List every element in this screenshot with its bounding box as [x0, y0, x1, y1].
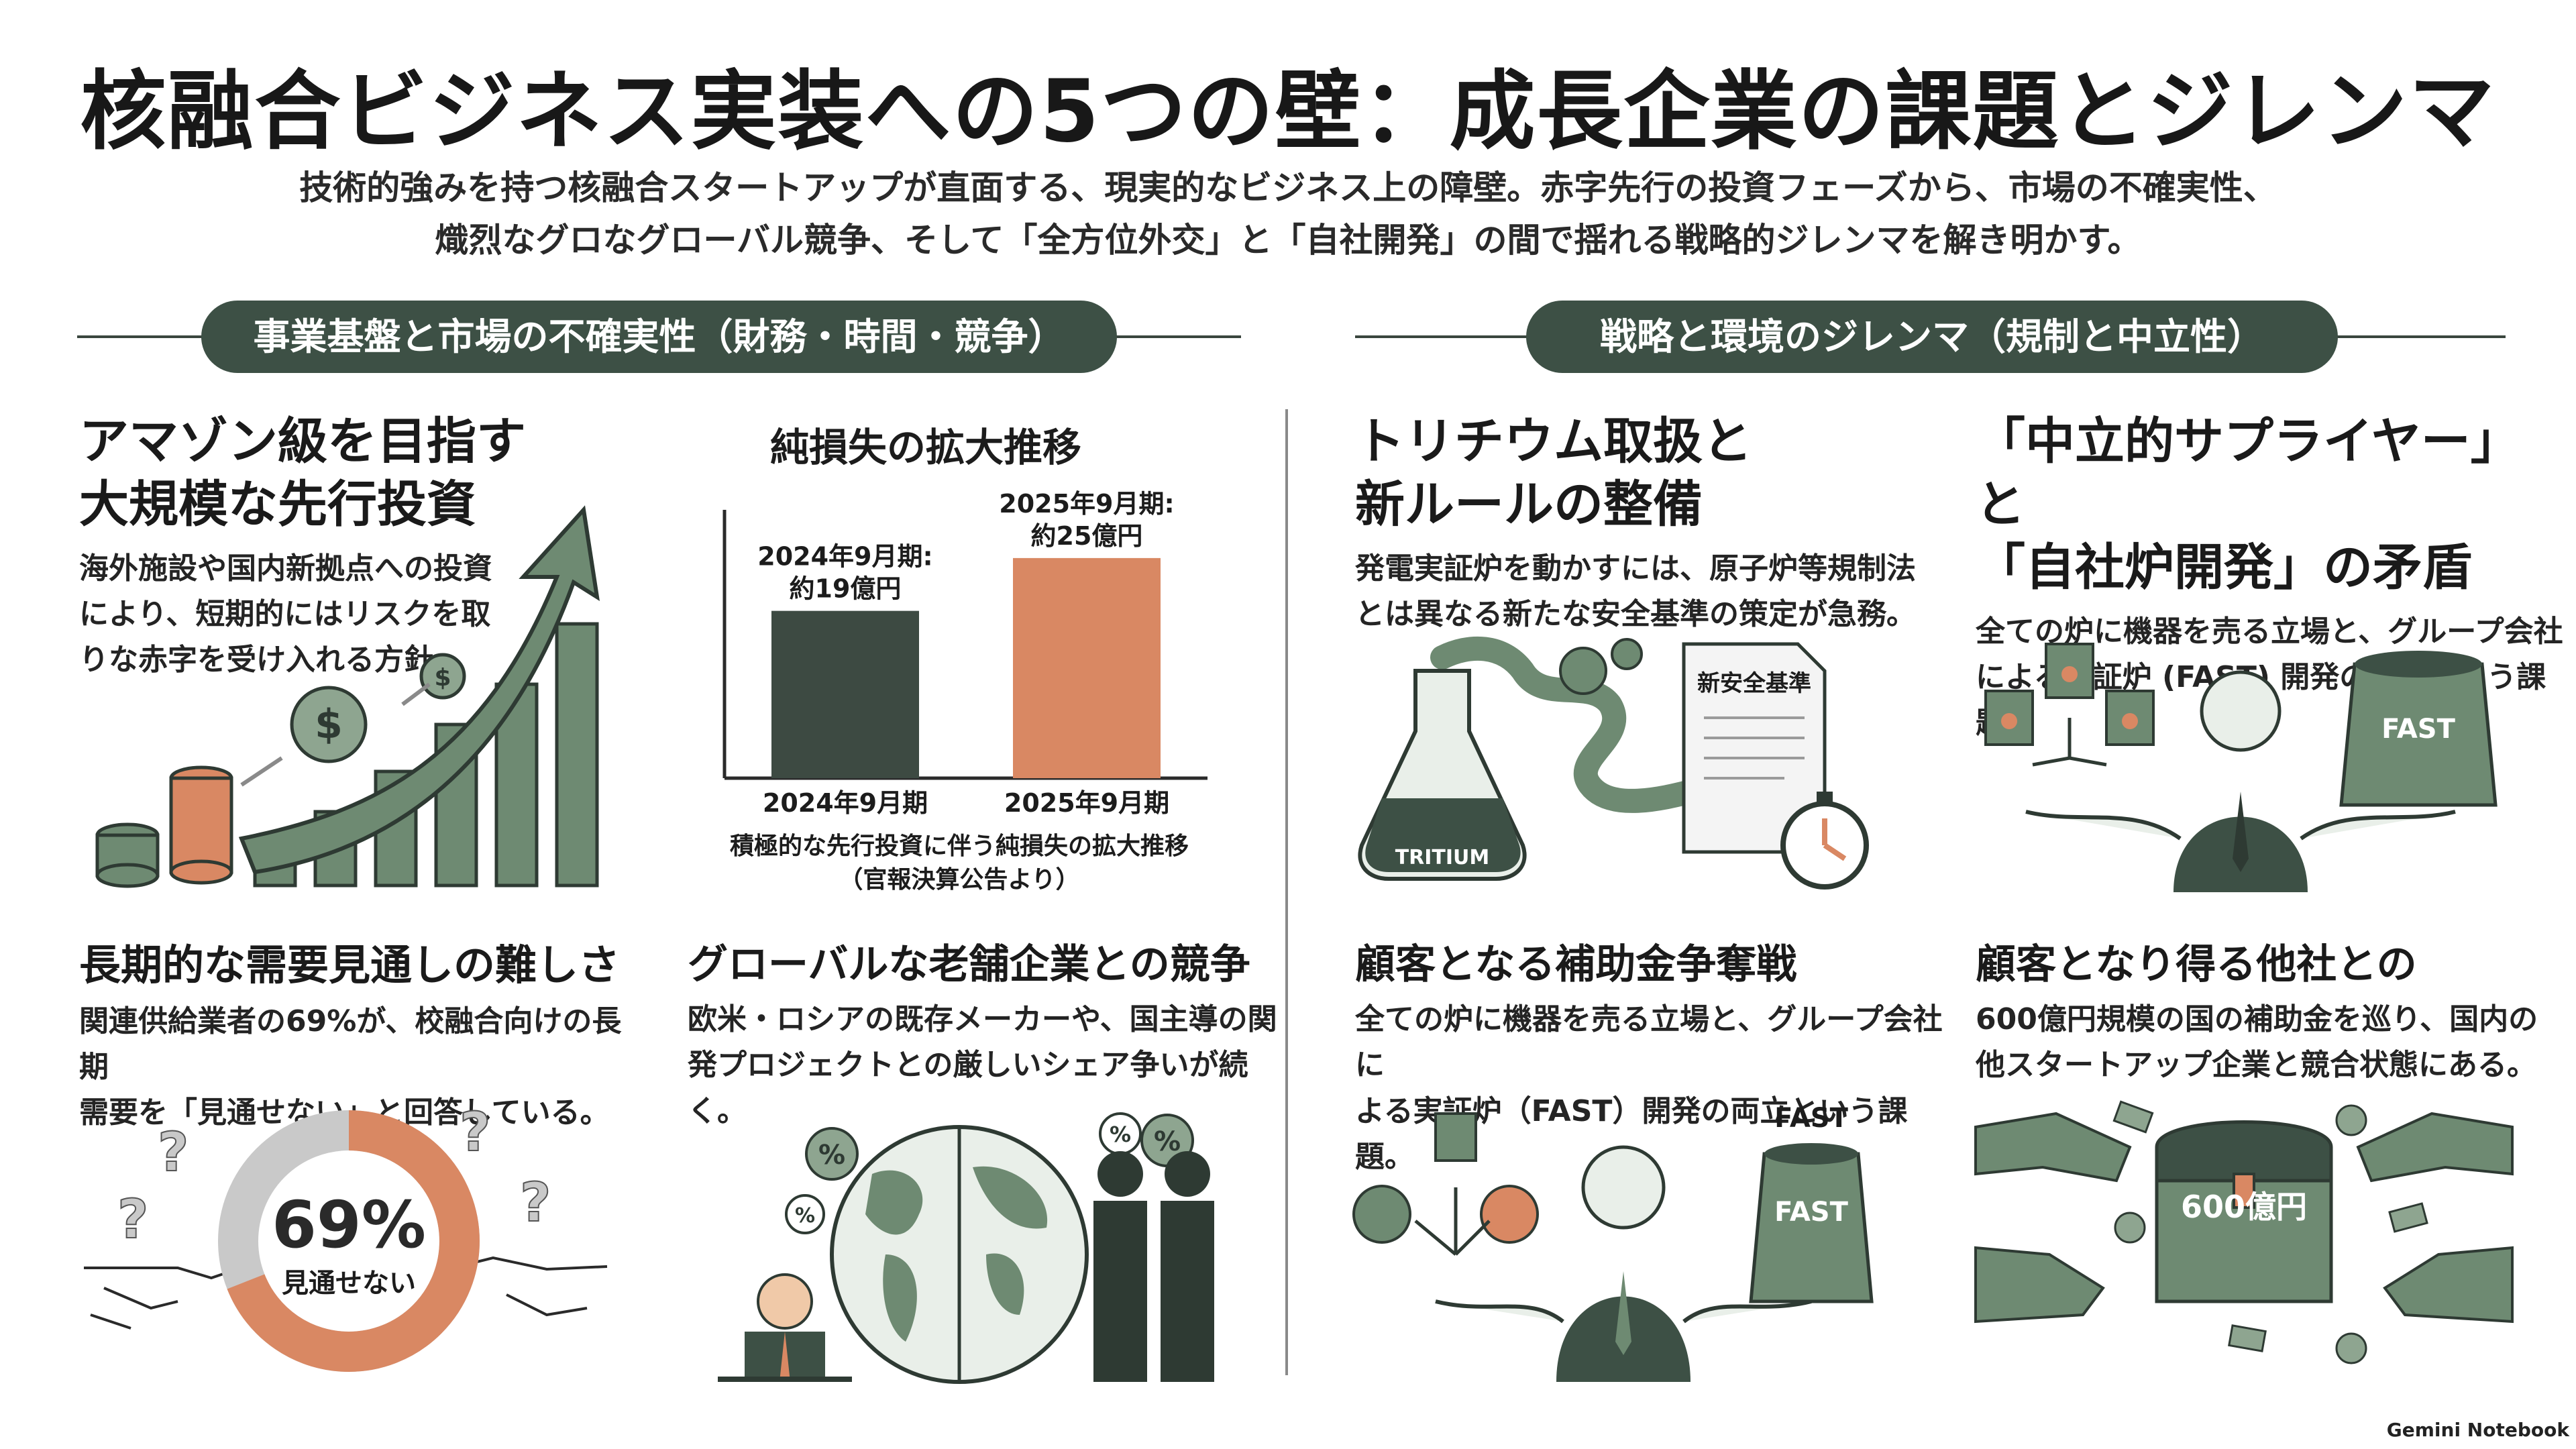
competition-body-line-2: 発プロジェクトとの厳しいシェア争いが続く。: [688, 1048, 1248, 1128]
net-loss-chart: 2024年9月期:約19億円 2024年9月期 2025年9月期:約25億円 2025…: [722, 489, 1208, 818]
investment-body-line-1: 海外施設や国内新拠点への投資: [79, 551, 492, 586]
tritium-title-line-1: トリチウム取扱と: [1355, 413, 1752, 470]
bar-data-label: 2024年9月期:: [757, 542, 932, 572]
right-section-label: 戦略と環境のジレンマ（規制と中立性）: [1526, 301, 2338, 373]
demand-donut-chart: [218, 1110, 480, 1372]
svg-text:%: %: [1154, 1126, 1181, 1157]
treasure-chest-icon: 600億円: [1974, 1100, 2514, 1364]
svg-text:?: ?: [520, 1171, 551, 1234]
net-loss-caption-line-1: 積極的な先行投資に伴う純損失の拡大推移: [729, 833, 1189, 860]
competition-title: グローバルな老舗企業との競争: [688, 941, 1250, 988]
rivals-title: 顧客となり得る他社との: [1976, 941, 2417, 988]
svg-text:?: ?: [158, 1121, 189, 1183]
competition-panel: グローバルな老舗企業との競争 欧米・ロシアの既存メーカーや、国主導の関 発プロジ…: [688, 939, 1278, 1134]
bar-data-label: 約25億円: [1031, 521, 1143, 551]
net-loss-title: 純損失の拡大推移: [769, 425, 1081, 470]
bar-data-label: 約19億円: [790, 574, 902, 604]
fast-reactor-label-2: FAST: [1774, 1197, 1849, 1228]
investment-body-line-2: により、短期的にはリスクを取: [79, 597, 491, 632]
tritium-body-line-1: 発電実証炉を動かすには、原子炉等規制法: [1355, 551, 1916, 586]
x-tick-label: 2025年9月期: [1004, 788, 1169, 818]
rivals-body-line-2: 他スタートアップ企業と競合状態にある。: [1976, 1048, 2536, 1083]
neutral-supplier-icon: FAST: [1984, 643, 2498, 892]
neutral-title-line-1: 「中立的サプライヤー」と: [1976, 413, 2520, 533]
svg-text:?: ?: [117, 1188, 148, 1250]
growth-arrow-coins-icon: $ $: [95, 505, 600, 888]
bar-1: [771, 610, 919, 778]
tritium-body-line-2: とは異なる新たな安全基準の策定が急務。: [1355, 597, 1916, 632]
donut-value-segment: [218, 1110, 480, 1372]
column-divider: [1285, 409, 1288, 1375]
neutral-title-line-2: 「自社炉開発」の矛盾: [1976, 538, 2472, 596]
svg-text:?: ?: [460, 1101, 490, 1163]
left-section-label: 事業基盤と市場の不確実性（財務・時間・競争）: [201, 301, 1117, 373]
investment-body-line-3: りな赤字を受け入れる方針。: [79, 643, 463, 678]
rivals-panel: 顧客となり得る他社との 600億円規模の国の補助金を巡り、国内の 他スタートアッ…: [1976, 939, 2566, 1089]
subtitle-line-1: 技術的強みを持つ核融合スタートアップが直面する、現実的なビジネス上の障壁。赤字先…: [299, 168, 2277, 207]
subsidy-amount-label: 600億円: [2181, 1189, 2307, 1225]
investment-title-line-1: アマゾン級を目指す: [79, 413, 526, 470]
svg-text:%: %: [818, 1140, 845, 1171]
svg-text:$: $: [315, 701, 343, 748]
donut-label: 見通せない: [282, 1268, 416, 1299]
fast-top-label: FAST: [1774, 1103, 1849, 1134]
investment-title-line-2: 大規模な先行投資: [79, 475, 476, 533]
competition-body-line-1: 欧米・ロシアの既存メーカーや、国主導の関: [688, 1002, 1277, 1037]
tritium-label: TRITIUM: [1395, 846, 1490, 869]
demand-panel: 長期的な需要見通しの難しさ 関連供給業者の69%が、校融合向けの長期 需要を「見…: [79, 939, 629, 1136]
x-tick-label: 2024年9月期: [763, 788, 928, 818]
fast-reactor-label: FAST: [2381, 714, 2456, 745]
tritium-panel: トリチウム取扱と 新ルールの整備 発電実証炉を動かすには、原子炉等規制法 とは異…: [1355, 411, 1932, 637]
demand-body-line-1: 関連供給業者の69%が、校融合向けの長期: [79, 1004, 622, 1084]
net-loss-caption-line-2: （官報決算公告より）: [839, 866, 1080, 894]
investment-panel: アマゾン級を目指す 大規模な先行投資 海外施設や国内新拠点への投資 により、短期…: [79, 411, 629, 684]
footer-brand: Gemini Notebook: [2386, 1419, 2569, 1441]
new-safety-standard-label: 新安全基準: [1697, 670, 1811, 697]
rivals-body-line-1: 600億円規模の国の補助金を巡り、国内の: [1976, 1002, 2538, 1037]
bar-data-label: 2025年9月期:: [999, 489, 1174, 519]
subsidy-panel: 顧客となる補助金争奪戦 全ての炉に機器を売る立場と、グループ会社に よる実証炉（…: [1355, 939, 1945, 1180]
page-title: 核融合ビジネス実装への5つの壁：成長企業の課題とジレンマ: [80, 62, 2496, 162]
donut-value: 69%: [272, 1187, 426, 1263]
subsidy-businessman-icon: FAST FAST: [1352, 1103, 1874, 1382]
svg-text:%: %: [795, 1204, 815, 1228]
demand-title: 長期的な需要見通しの難しさ: [79, 941, 621, 989]
subsidy-body-line-1: 全ての炉に機器を売る立場と、グループ会社に: [1355, 1002, 1943, 1083]
subsidy-title: 顧客となる補助金争奪戦: [1355, 941, 1797, 988]
bar-2: [1013, 557, 1161, 778]
globe-competitors-icon: % % % %: [718, 1112, 1214, 1384]
tritium-flask-icon: TRITIUM 新安全基準: [1358, 636, 1869, 890]
svg-text:$: $: [434, 664, 451, 692]
cracked-ground-icon: ?? ??: [84, 1100, 608, 1330]
tritium-title-line-2: 新ルールの整備: [1355, 475, 1703, 533]
svg-text:%: %: [1110, 1122, 1131, 1147]
subtitle-line-2: 熾烈なグロなグローバル競争、そして「全方位外交」と「自社開発」の間で揺れる戦略的…: [435, 221, 2141, 260]
